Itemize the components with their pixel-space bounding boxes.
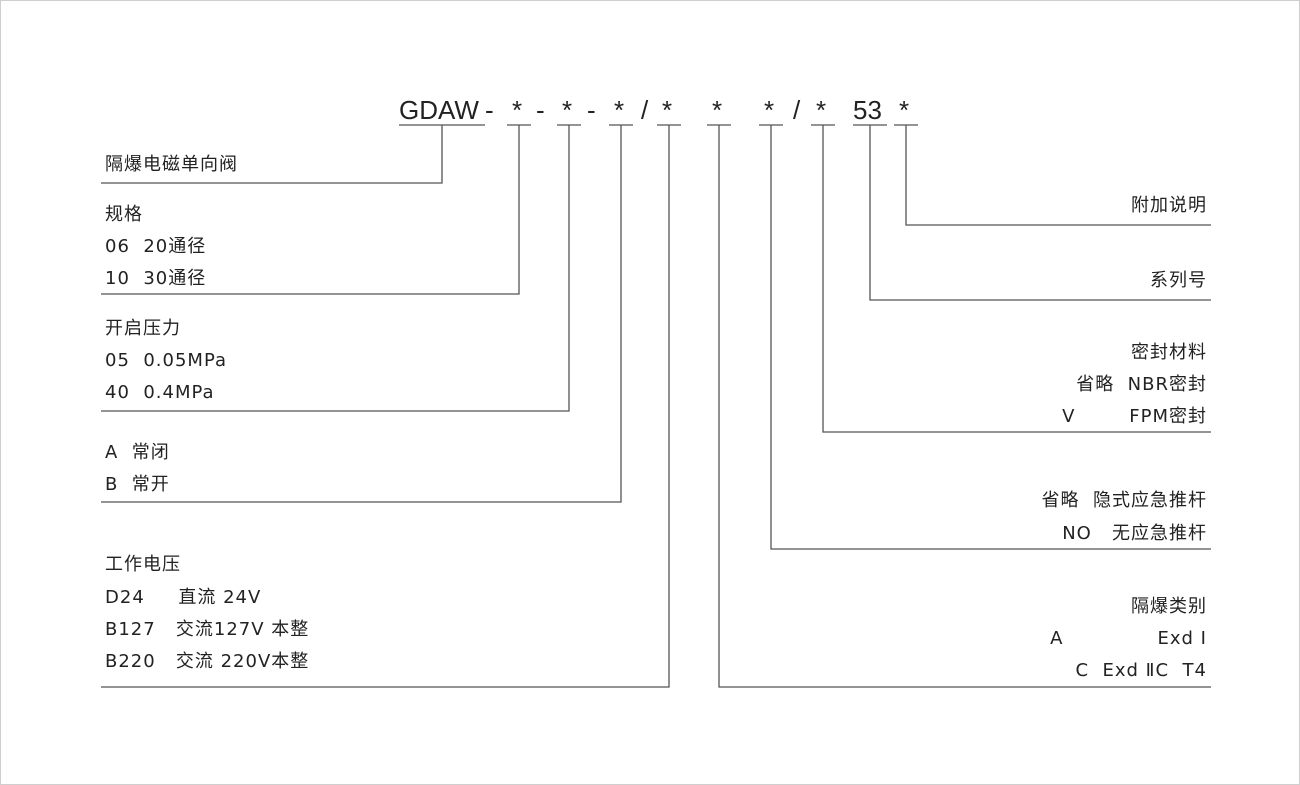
mode-item: B 常开: [105, 474, 170, 495]
line-pressure: [101, 125, 570, 412]
code-field-pressure: *: [562, 95, 573, 125]
line-explosion: [718, 125, 1211, 688]
code-prefix: GDAW: [399, 95, 479, 125]
mode-item: A 常闭: [105, 442, 170, 463]
explosion-item: A Exd Ⅰ: [1050, 628, 1207, 649]
code-field-voltage: *: [662, 95, 673, 125]
series-label: 系列号: [1150, 270, 1207, 291]
size-item: 06 20通径: [105, 236, 207, 257]
line-type: [101, 125, 443, 184]
code-sep: -: [536, 95, 545, 125]
line-note: [905, 125, 1211, 226]
code-field-note: *: [899, 95, 910, 125]
code-field-seal: *: [816, 95, 827, 125]
line-size: [101, 125, 520, 295]
line-mode: [101, 125, 622, 503]
size-item: 10 30通径: [105, 268, 207, 289]
code-slash: /: [793, 95, 801, 125]
line-voltage: [101, 125, 670, 688]
type-label: 隔爆电磁单向阀: [105, 154, 238, 175]
code-sep: -: [485, 95, 494, 125]
seal-item: V FPM密封: [1062, 406, 1207, 427]
line-seal: [822, 125, 1211, 433]
push-item: 省略 隐式应急推杆: [1041, 490, 1207, 511]
code-field-mode: *: [614, 95, 625, 125]
explosion-title: 隔爆类别: [1131, 596, 1207, 617]
note-label: 附加说明: [1131, 195, 1207, 216]
code-field-push: *: [764, 95, 775, 125]
code-sep: -: [587, 95, 596, 125]
code-field-size: *: [512, 95, 523, 125]
voltage-item: B127 交流127V 本整: [105, 619, 310, 640]
voltage-item: D24 直流 24V: [105, 587, 262, 608]
voltage-item: B220 交流 220V本整: [105, 651, 310, 672]
line-push: [770, 125, 1211, 550]
voltage-title: 工作电压: [105, 554, 181, 575]
code-field-explosion: *: [712, 95, 723, 125]
explosion-item: C Exd ⅡC T4: [1075, 660, 1207, 681]
code-slash: /: [641, 95, 649, 125]
size-title: 规格: [105, 204, 143, 225]
pressure-item: 40 0.4MPa: [105, 382, 215, 403]
pressure-title: 开启压力: [105, 318, 181, 339]
push-item: NO 无应急推杆: [1062, 523, 1207, 544]
seal-item: 省略 NBR密封: [1076, 374, 1207, 395]
pressure-item: 05 0.05MPa: [105, 350, 228, 371]
seal-title: 密封材料: [1131, 342, 1207, 363]
line-series: [869, 125, 1211, 301]
code-series: 53: [853, 95, 882, 125]
